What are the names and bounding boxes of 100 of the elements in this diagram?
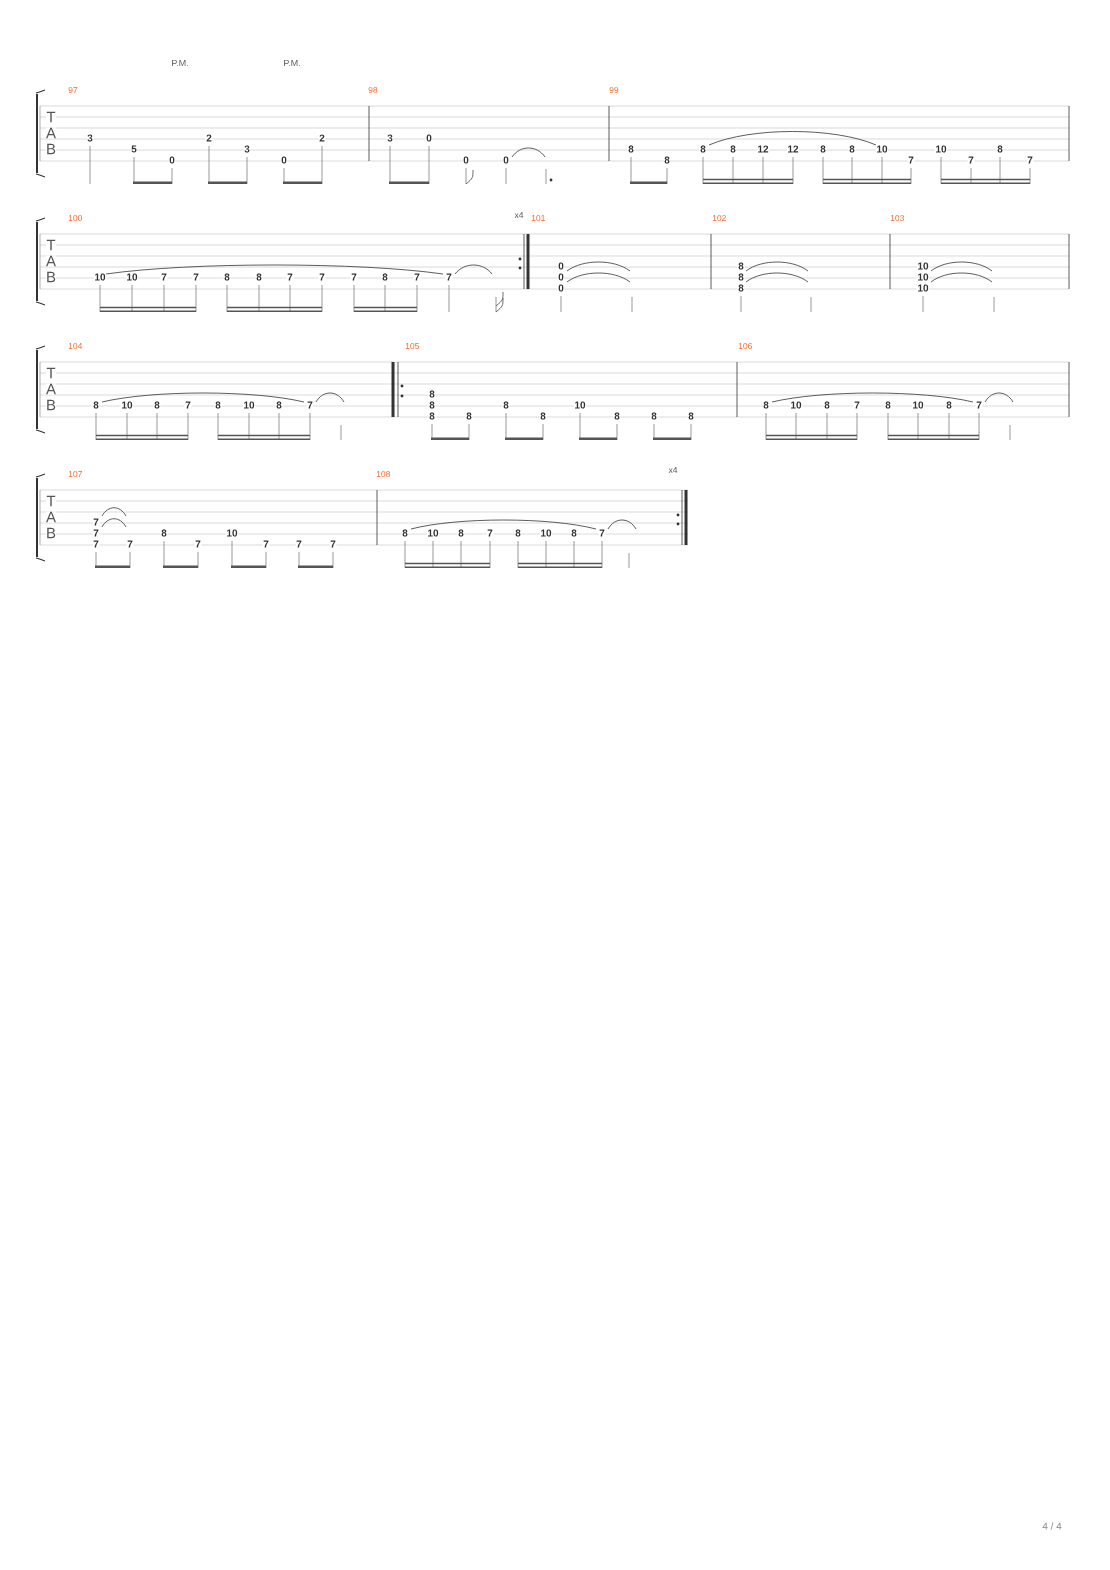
fret-number: 7	[306, 400, 314, 410]
fret-number: 7	[295, 539, 303, 549]
fret-number: 7	[286, 272, 294, 282]
fret-number: 10	[539, 528, 553, 538]
measure-number: 99	[609, 87, 619, 93]
fret-number: 8	[884, 400, 892, 410]
fret-number: 8	[823, 400, 831, 410]
fret-number: 8	[514, 528, 522, 538]
fret-number: 8	[729, 144, 737, 154]
fret-number: 7	[92, 528, 100, 538]
page-number: 4 / 4	[1042, 1522, 1062, 1530]
tab-clef-letter: A	[45, 511, 57, 523]
fret-number: 10	[911, 400, 925, 410]
fret-number: 10	[916, 283, 930, 293]
fret-number: 12	[756, 144, 770, 154]
fret-number: 0	[557, 283, 565, 293]
measure-number: 108	[376, 471, 390, 477]
fret-number: 7	[318, 272, 326, 282]
tab-clef-letter: T	[46, 111, 56, 123]
fret-number: 8	[153, 400, 161, 410]
fret-number: 7	[350, 272, 358, 282]
measure-number: 98	[368, 87, 378, 93]
fret-number: 8	[737, 272, 745, 282]
fret-number: 7	[194, 539, 202, 549]
tab-clef-letter: A	[45, 255, 57, 267]
measure-number: 106	[738, 343, 752, 349]
fret-number: 8	[663, 155, 671, 165]
fret-number: 7	[126, 539, 134, 549]
fret-number: 0	[425, 133, 433, 143]
fret-number: 8	[699, 144, 707, 154]
fret-number: 7	[967, 155, 975, 165]
fret-number: 3	[86, 133, 94, 143]
fret-number: 12	[786, 144, 800, 154]
repeat-count: x4	[668, 467, 678, 473]
measure-number: 103	[890, 215, 905, 221]
fret-number: 10	[789, 400, 803, 410]
fret-number: 7	[853, 400, 861, 410]
fret-number: 7	[1026, 155, 1034, 165]
tab-clef-letter: A	[45, 127, 57, 139]
tab-clef-letter: B	[45, 143, 57, 155]
fret-number: 8	[381, 272, 389, 282]
fret-number: 8	[160, 528, 168, 538]
fret-number: 0	[168, 155, 176, 165]
tab-clef-letter: B	[45, 527, 57, 539]
measure-number: 105	[405, 343, 420, 349]
fret-number: 8	[428, 411, 436, 421]
tab-clef-letter: B	[45, 399, 57, 411]
fret-number: 7	[486, 528, 494, 538]
fret-number: 8	[737, 261, 745, 271]
fret-number: 10	[573, 400, 587, 410]
fret-number: 7	[445, 272, 453, 282]
fret-number: 7	[184, 400, 192, 410]
fret-number: 8	[848, 144, 856, 154]
fret-number: 7	[907, 155, 915, 165]
measure-number: 107	[68, 471, 82, 477]
fret-number: 10	[125, 272, 139, 282]
fret-number: 10	[916, 272, 930, 282]
measure-number: 101	[531, 215, 545, 221]
fret-number: 10	[875, 144, 889, 154]
fret-number: 0	[557, 272, 565, 282]
fret-number: 8	[613, 411, 621, 421]
fret-number: 8	[214, 400, 222, 410]
fret-number: 0	[557, 261, 565, 271]
fret-number: 8	[539, 411, 547, 421]
fret-number: 8	[465, 411, 473, 421]
fret-number: 8	[457, 528, 465, 538]
palm-mute-label: P.M.	[172, 59, 188, 67]
fret-number: 8	[401, 528, 409, 538]
fret-number: 7	[262, 539, 270, 549]
fret-number: 10	[93, 272, 107, 282]
measure-number: 102	[712, 215, 726, 221]
fret-number: 8	[819, 144, 827, 154]
fret-number: 7	[160, 272, 168, 282]
repeat-count: x4	[514, 212, 524, 218]
fret-number: 0	[502, 155, 510, 165]
fret-number: 0	[280, 155, 288, 165]
tab-clef-letter: B	[45, 271, 57, 283]
fret-number: 8	[996, 144, 1004, 154]
fret-number: 10	[426, 528, 440, 538]
fret-number: 3	[386, 133, 394, 143]
fret-number: 8	[687, 411, 695, 421]
tab-clef-letter: T	[46, 239, 56, 251]
fret-number: 8	[502, 400, 510, 410]
fret-number: 8	[255, 272, 263, 282]
measure-number: 104	[68, 343, 83, 349]
fret-number: 2	[205, 133, 213, 143]
fret-number: 7	[329, 539, 337, 549]
fret-number: 0	[462, 155, 470, 165]
fret-number: 10	[916, 261, 930, 271]
measure-number: 97	[68, 87, 78, 93]
fret-number: 8	[762, 400, 770, 410]
fret-number: 8	[275, 400, 283, 410]
fret-number: 7	[413, 272, 421, 282]
tab-clef-letter: A	[45, 383, 57, 395]
fret-number: 8	[945, 400, 953, 410]
tab-clef-letter: T	[46, 367, 56, 379]
fret-number: 10	[225, 528, 239, 538]
tab-clef-letter: T	[46, 495, 56, 507]
fret-number: 2	[318, 133, 326, 143]
fret-number: 7	[192, 272, 200, 282]
